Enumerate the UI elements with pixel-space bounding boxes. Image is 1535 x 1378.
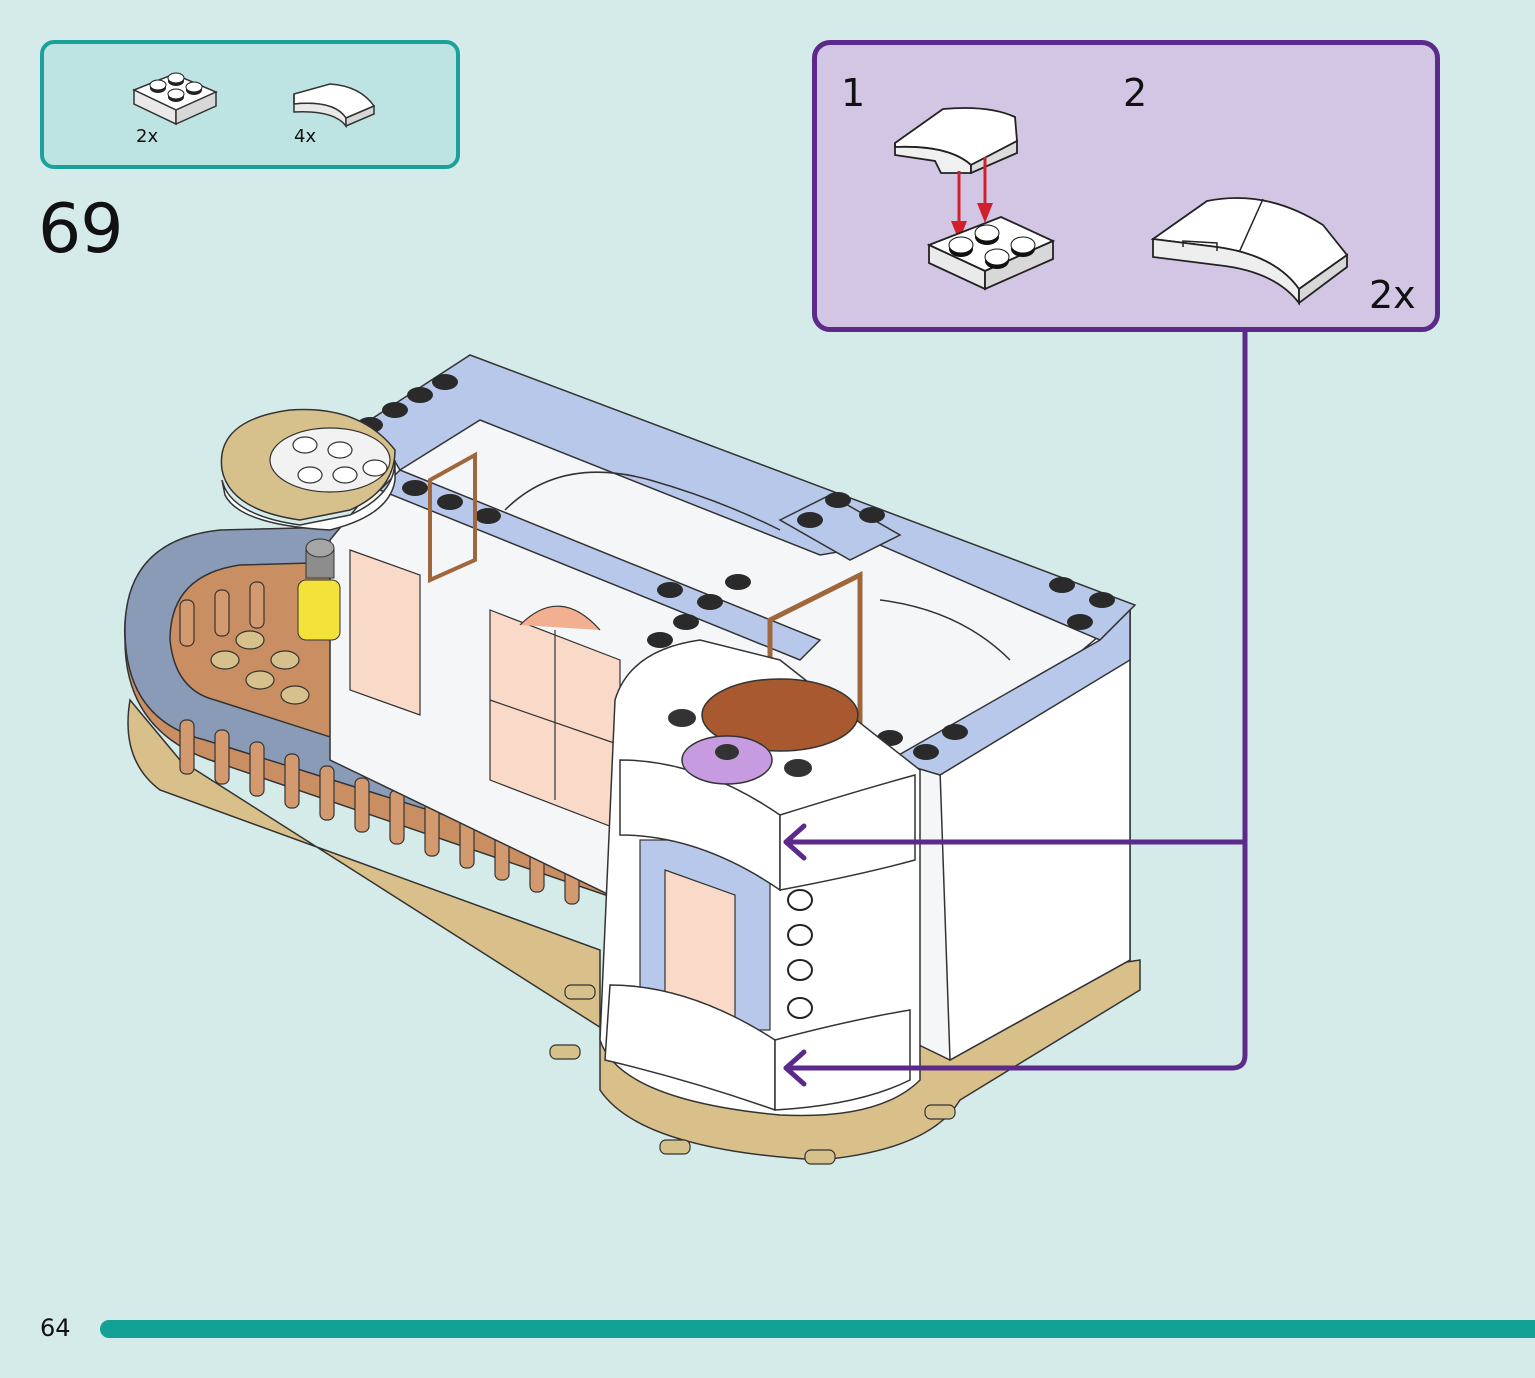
page-number: 64: [40, 1314, 71, 1342]
part-item-plate: 2x: [132, 68, 222, 147]
slope-onto-plate-icon: [894, 107, 1056, 291]
sub-step-number: 2: [1123, 71, 1148, 115]
plate-2x2-white-icon: [132, 72, 218, 126]
parts-list-box: 2x 4x: [40, 40, 460, 169]
sub-step-number: 1: [841, 71, 866, 115]
part-item-slope: 4x: [290, 76, 380, 147]
part-qty: 4x: [294, 126, 317, 147]
sub-assembly-multiplier: 2x: [1369, 273, 1416, 317]
building-model-icon: [123, 329, 1248, 1165]
step-number: 69: [38, 190, 124, 269]
completed-subassembly-icon: [1150, 197, 1349, 306]
sub-assembly-box: 1 2 2x: [812, 40, 1440, 332]
part-qty: 2x: [136, 126, 159, 147]
progress-bar: [100, 1320, 1535, 1338]
curved-slope-white-icon: [293, 83, 376, 129]
